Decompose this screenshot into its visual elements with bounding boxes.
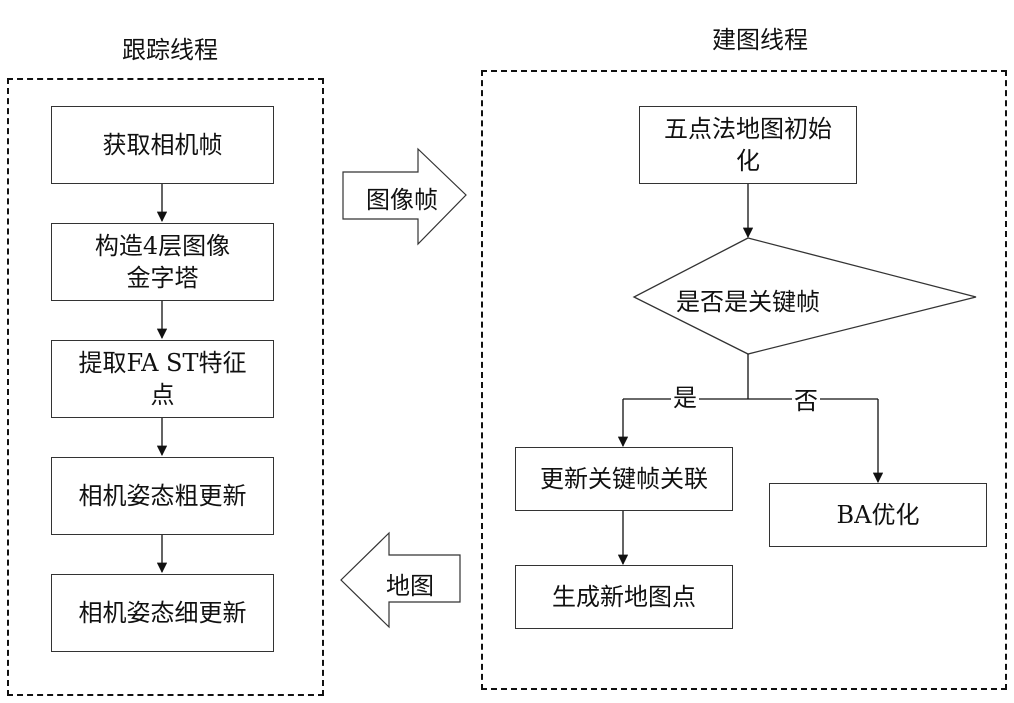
mapping-thread-group: [481, 70, 1007, 690]
step-five-point-init: 五点法地图初始 化: [639, 106, 857, 184]
image-frame-arrow-label: 图像帧: [366, 186, 438, 214]
step-update-keyframe-links: 更新关键帧关联: [515, 447, 733, 511]
step-generate-map-points: 生成新地图点: [515, 565, 733, 629]
step-text: 点: [150, 381, 175, 409]
step-build-pyramid: 构造4层图像 金字塔: [51, 223, 274, 301]
branch-no-label: 否: [792, 387, 820, 415]
step-text: 化: [736, 147, 760, 175]
map-arrow-label: 地图: [386, 572, 434, 600]
step-text: 相机姿态细更新: [78, 599, 247, 627]
step-text: 金字塔: [126, 264, 199, 292]
step-text: 获取相机帧: [102, 131, 223, 159]
step-text: BA优化: [836, 501, 920, 529]
step-text: 相机姿态粗更新: [78, 482, 247, 510]
step-text: 提取FA ST特征: [78, 349, 247, 377]
step-text: 构造4层图像: [94, 232, 231, 260]
step-ba-optimization: BA优化: [769, 483, 987, 547]
decision-keyframe-label: 是否是关键帧: [676, 288, 820, 316]
branch-yes-label: 是: [671, 384, 699, 412]
tracking-thread-group: [7, 78, 324, 696]
step-coarse-pose-update: 相机姿态粗更新: [51, 457, 274, 535]
mapping-thread-title: 建图线程: [712, 26, 808, 54]
step-extract-fast: 提取FA ST特征 点: [51, 340, 274, 418]
step-text: 生成新地图点: [552, 583, 696, 611]
tracking-thread-title: 跟踪线程: [122, 36, 218, 64]
step-get-camera-frame: 获取相机帧: [51, 106, 274, 184]
step-fine-pose-update: 相机姿态细更新: [51, 574, 274, 652]
step-text: 更新关键帧关联: [540, 465, 708, 493]
step-text: 五点法地图初始: [664, 115, 832, 143]
